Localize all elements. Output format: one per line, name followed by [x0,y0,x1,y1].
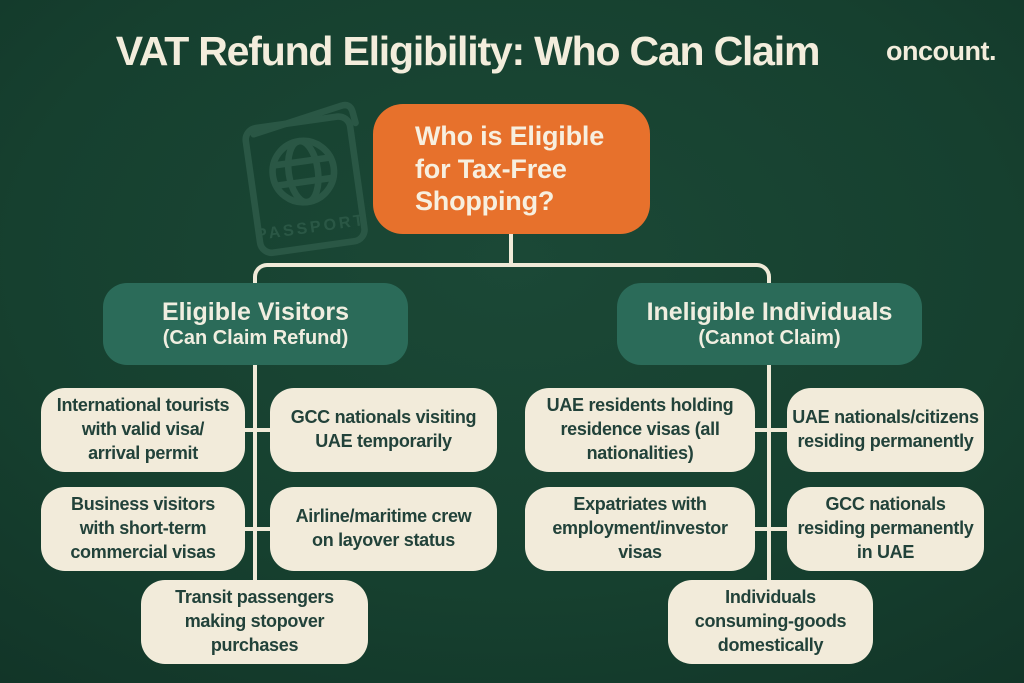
branch-node-eligible: Eligible Visitors (Can Claim Refund) [103,283,408,365]
card-domestic-consumers: Individuals consuming-goods domestically [668,580,873,664]
connector-left-spine [253,365,257,582]
connector-root-stem [509,232,513,266]
branch-title: Eligible Visitors [161,298,350,327]
root-node: Who is Eligible for Tax-Free Shopping? [373,104,650,234]
branch-node-ineligible: Ineligible Individuals (Cannot Claim) [617,283,922,365]
card-transit-passengers: Transit passengers making stopover purch… [141,580,368,664]
card-expatriates: Expatriates with employment/investor vis… [525,487,755,571]
globe-meridian [284,137,322,206]
card-gcc-nationals-visiting: GCC nationals visiting UAE temporarily [270,388,497,472]
card-gcc-permanent: GCC nationals residing permanently in UA… [787,487,984,571]
connector-bracket [253,263,771,287]
root-node-label: Who is Eligible for Tax-Free Shopping? [415,120,605,217]
passport-cover [242,113,368,257]
page-title: VAT Refund Eligibility: Who Can Claim [115,28,821,74]
branch-subtitle: (Can Claim Refund) [162,326,349,349]
branch-title: Ineligible Individuals [646,298,893,327]
card-uae-residents: UAE residents holding residence visas (a… [525,388,755,472]
connector-tick-right-row2 [752,527,790,531]
card-international-tourists: International tourists with valid visa/ … [41,388,245,472]
card-business-visitors: Business visitors with short-term commer… [41,487,245,571]
connector-right-spine [767,365,771,582]
brand-logo: oncount. [886,36,996,66]
globe-parallel-bottom [273,174,336,189]
globe-icon [269,137,338,206]
passport-icon: PASSPORT [242,101,368,257]
card-airline-maritime-crew: Airline/maritime crew on layover status [270,487,497,571]
card-uae-nationals: UAE nationals/citizens residing permanen… [787,388,984,472]
connector-tick-right-row1 [752,428,790,432]
passport-back-cover [250,101,359,138]
branch-subtitle: (Cannot Claim) [698,326,841,349]
connector-tick-left-row2 [241,527,274,531]
connector-tick-left-row1 [241,428,274,432]
globe-parallel-top [271,154,333,169]
